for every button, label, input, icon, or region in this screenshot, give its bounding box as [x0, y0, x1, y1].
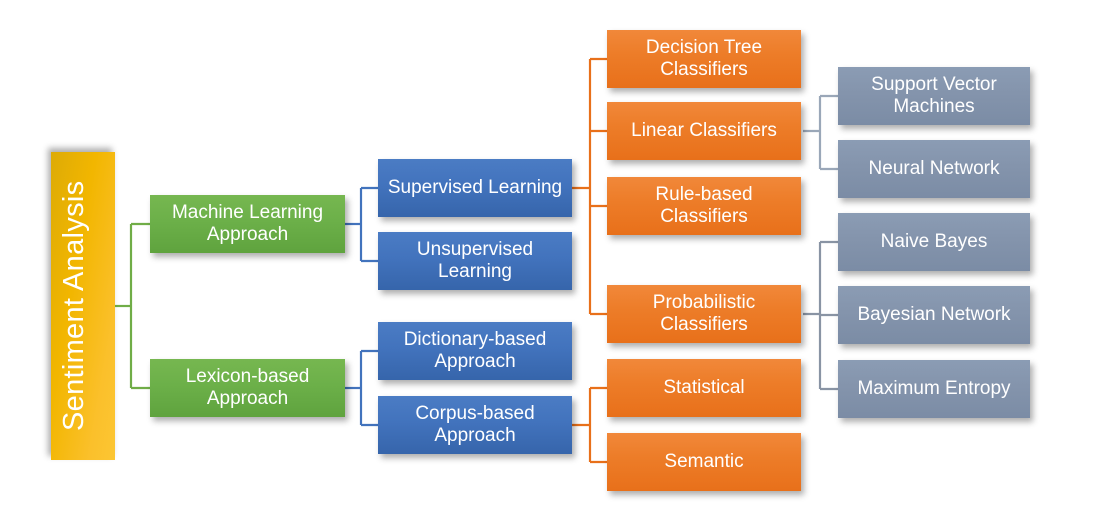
node-label: Lexicon-based Approach — [185, 365, 310, 409]
node-label: Rule-based Classifiers — [655, 183, 753, 227]
connector-linear-to-models — [803, 94, 838, 171]
node-unsupervised-learning[interactable]: Unsupervised Learning — [378, 232, 572, 290]
connector-root-to-level1 — [115, 222, 150, 390]
node-label: Semantic — [664, 450, 744, 472]
node-rule-based-classifiers[interactable]: Rule-based Classifiers — [607, 177, 801, 235]
node-label: Naive Bayes — [880, 230, 988, 252]
node-machine-learning-approach[interactable]: Machine Learning Approach — [150, 195, 345, 253]
node-label: Sentiment Analysis — [58, 180, 90, 432]
node-label: Machine Learning Approach — [171, 201, 324, 245]
node-statistical[interactable]: Statistical — [607, 359, 801, 417]
node-label: Probabilistic Classifiers — [652, 291, 756, 335]
node-label: Corpus-based Approach — [415, 402, 535, 446]
node-label: Neural Network — [868, 157, 1000, 179]
node-label: Linear Classifiers — [631, 119, 777, 141]
connector-probabilistic-to-models — [803, 240, 838, 391]
node-label: Dictionary-based Approach — [403, 328, 547, 372]
node-label: Support Vector Machines — [871, 73, 997, 117]
node-probabilistic-classifiers[interactable]: Probabilistic Classifiers — [607, 285, 801, 343]
node-label: Decision Tree Classifiers — [645, 36, 763, 80]
node-label: Statistical — [663, 376, 745, 398]
node-dictionary-based-approach[interactable]: Dictionary-based Approach — [378, 322, 572, 380]
node-label: Unsupervised Learning — [416, 238, 534, 282]
node-neural-network[interactable]: Neural Network — [838, 140, 1030, 198]
node-bayesian-network[interactable]: Bayesian Network — [838, 286, 1030, 344]
node-semantic[interactable]: Semantic — [607, 433, 801, 491]
connector-supervised-to-classifiers — [572, 57, 607, 316]
connector-corpus-to-methods — [572, 386, 607, 464]
node-lexicon-based-approach[interactable]: Lexicon-based Approach — [150, 359, 345, 417]
node-label: Supervised Learning — [387, 176, 563, 198]
node-label: Maximum Entropy — [857, 377, 1011, 399]
node-supervised-learning[interactable]: Supervised Learning — [378, 159, 572, 217]
connector-lexicon-to-approaches — [345, 349, 378, 427]
node-corpus-based-approach[interactable]: Corpus-based Approach — [378, 396, 572, 454]
node-sentiment-analysis[interactable]: Sentiment Analysis — [51, 152, 115, 460]
connector-ml-to-learning — [345, 186, 378, 263]
node-support-vector-machines[interactable]: Support Vector Machines — [838, 67, 1030, 125]
node-label: Bayesian Network — [857, 303, 1011, 325]
node-naive-bayes[interactable]: Naive Bayes — [838, 213, 1030, 271]
node-linear-classifiers[interactable]: Linear Classifiers — [607, 102, 801, 160]
node-decision-tree-classifiers[interactable]: Decision Tree Classifiers — [607, 30, 801, 88]
node-maximum-entropy[interactable]: Maximum Entropy — [838, 360, 1030, 418]
